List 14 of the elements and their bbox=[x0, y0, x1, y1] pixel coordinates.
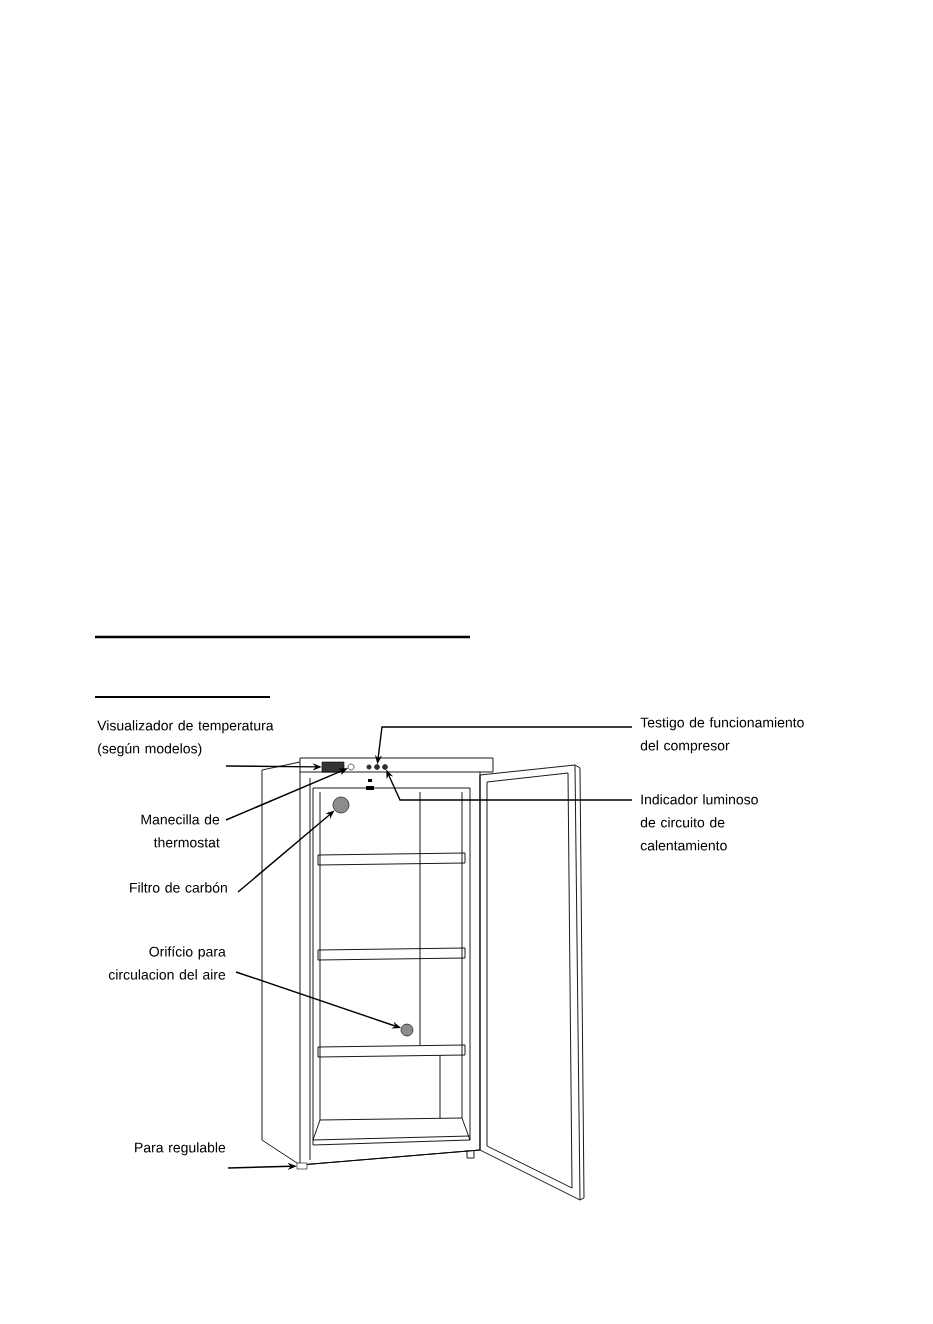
callout-label: Para regulable bbox=[135, 1142, 226, 1156]
air-hole bbox=[400, 1023, 414, 1037]
display-screen bbox=[321, 761, 345, 773]
callout-label: Manecilla de thermostat bbox=[141, 814, 220, 848]
callout-label: Testigo de funcionamiento del compresor bbox=[640, 717, 804, 754]
indicator-light bbox=[374, 764, 380, 770]
carbon-filter bbox=[332, 796, 350, 814]
callout-label: Orifício para circulacion del aire bbox=[108, 946, 226, 980]
callout-label: Indicador luminoso de circuito de calentamiento bbox=[640, 794, 758, 851]
adjustable-foot bbox=[296, 1162, 308, 1170]
indicator-light bbox=[382, 764, 388, 770]
thermostat-knob bbox=[347, 763, 355, 771]
callout-label: Filtro de carbón bbox=[130, 882, 227, 893]
callout-label: Visualizador de temperatura (según modelos) bbox=[97, 720, 274, 757]
